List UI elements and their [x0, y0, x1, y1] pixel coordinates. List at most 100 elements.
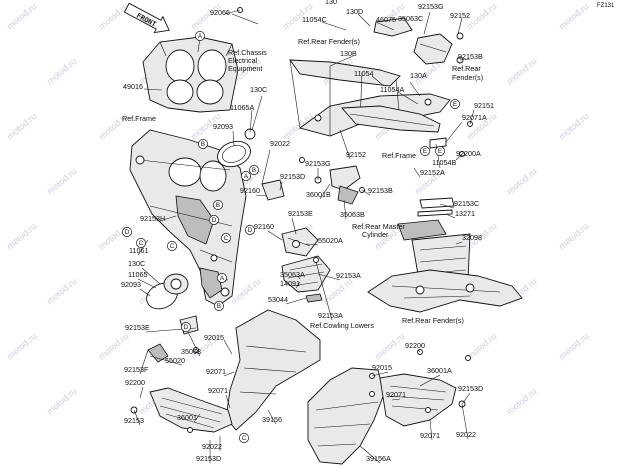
leader-line	[321, 21, 347, 31]
callout-marker: A	[241, 171, 251, 181]
callout-marker: D	[122, 227, 132, 237]
part-number-label: 92200	[125, 378, 145, 387]
leader-line	[295, 281, 301, 289]
callout-circle	[249, 165, 259, 175]
part-number-label: 92200	[405, 341, 425, 350]
callout-circle	[221, 233, 231, 243]
leader-line	[455, 241, 463, 245]
leader-line	[375, 21, 395, 31]
callout-marker: C	[167, 241, 177, 251]
leader-line	[279, 181, 283, 191]
leader-line	[267, 230, 283, 241]
part-number-label: 35063C	[398, 14, 423, 23]
leader-line	[445, 121, 463, 143]
lower-cowling-right	[307, 349, 466, 465]
callout-letter: A	[244, 173, 249, 180]
leader-line	[461, 403, 469, 440]
part-number-label: 36001A	[427, 366, 452, 375]
leader-line	[267, 409, 277, 425]
part-number-label: 55020A	[318, 236, 343, 245]
part-number-label: 130C	[250, 85, 267, 94]
mid-brackets	[261, 157, 365, 205]
callout-circle	[214, 301, 224, 311]
callout-letter: D	[248, 227, 253, 234]
leader-line	[143, 88, 163, 91]
watermark-text: motod.ru	[5, 1, 39, 31]
reference-label: Ref.Chassis	[228, 48, 267, 57]
part-number-label: 92153B	[368, 186, 393, 195]
callout-letter: B	[217, 303, 221, 310]
reference-label: Cylinder	[362, 230, 389, 239]
part-number-label: 92152	[346, 150, 366, 159]
leader-line	[469, 109, 475, 125]
leader-line	[419, 374, 441, 387]
callout-marker: C	[239, 433, 249, 443]
callout-marker: B	[249, 165, 259, 175]
callout-marker: D	[245, 225, 255, 235]
reference-label: Electrical	[228, 56, 258, 65]
part-number-label: 92153	[124, 416, 144, 425]
leader-line	[371, 371, 389, 377]
leader-line	[223, 371, 235, 377]
reference-label: Equipment	[228, 64, 262, 73]
part-number-label: 92151	[474, 101, 494, 110]
part-number-label: 92153D	[458, 384, 483, 393]
reference-label: Ref.Rear Fender(s)	[298, 37, 360, 46]
rear-undertray	[367, 269, 523, 313]
leader-line	[361, 189, 371, 196]
intake-duct-upper	[217, 128, 256, 168]
part-number-label: 92153G	[305, 159, 331, 168]
callout-marker: C	[136, 238, 146, 248]
callout-marker: B	[213, 200, 223, 210]
callout-circle	[181, 322, 191, 332]
leader-line	[291, 217, 297, 235]
watermark-text: motod.ru	[45, 56, 79, 86]
part-number-label: 35063	[181, 347, 201, 356]
callout-marker: E	[450, 99, 460, 109]
callout-letter: D	[212, 217, 217, 224]
leader-line	[297, 275, 301, 280]
callout-marker: E	[435, 146, 445, 156]
leader-line	[317, 273, 341, 281]
part-number-label: 11054B	[432, 158, 456, 167]
callout-circle	[122, 227, 132, 237]
leader-line	[371, 75, 385, 87]
part-number-label: 92153F	[124, 365, 149, 374]
right-side-bracket	[341, 105, 473, 157]
part-number-label: 11054A	[380, 85, 404, 94]
callout-letter: A	[198, 33, 203, 40]
part-number-label: 35063A	[280, 270, 305, 279]
part-number-label: 130C	[128, 259, 145, 268]
leader-line	[187, 331, 201, 357]
leader-line	[137, 278, 157, 289]
reference-label: Fender(s)	[452, 73, 483, 82]
callout-letter: B	[216, 202, 220, 209]
watermark-text: motod.ru	[373, 331, 407, 361]
callout-circle	[450, 99, 460, 109]
part-number-label: 92066	[210, 8, 230, 17]
leader-line	[417, 349, 421, 353]
watermark-text: motod.ru	[505, 166, 539, 196]
part-number-label: 55020	[165, 356, 185, 365]
callout-letter: B	[201, 141, 205, 148]
leader-line	[423, 11, 431, 35]
master-cylinder-bracket	[281, 227, 319, 257]
callout-circle	[213, 200, 223, 210]
part-number-label: 92160	[254, 222, 274, 231]
part-number-label: 13271	[455, 209, 475, 218]
part-number-label: 92015	[204, 333, 224, 342]
reference-label: Ref.Cowling Lowers	[310, 321, 374, 330]
part-number-label: 130	[325, 0, 337, 6]
leader-line	[133, 409, 141, 426]
callout-circle	[420, 146, 430, 156]
part-number-label: 92153E	[288, 209, 313, 218]
callout-letter: D	[184, 324, 189, 331]
part-number-label: 92093	[121, 280, 141, 289]
watermark-text: motod.ru	[45, 386, 79, 416]
watermark-text: motod.ru	[97, 331, 131, 361]
part-number-label: 11065A	[230, 103, 254, 112]
leader-line	[359, 445, 381, 464]
leader-line	[339, 129, 351, 160]
leader-line	[329, 55, 354, 67]
